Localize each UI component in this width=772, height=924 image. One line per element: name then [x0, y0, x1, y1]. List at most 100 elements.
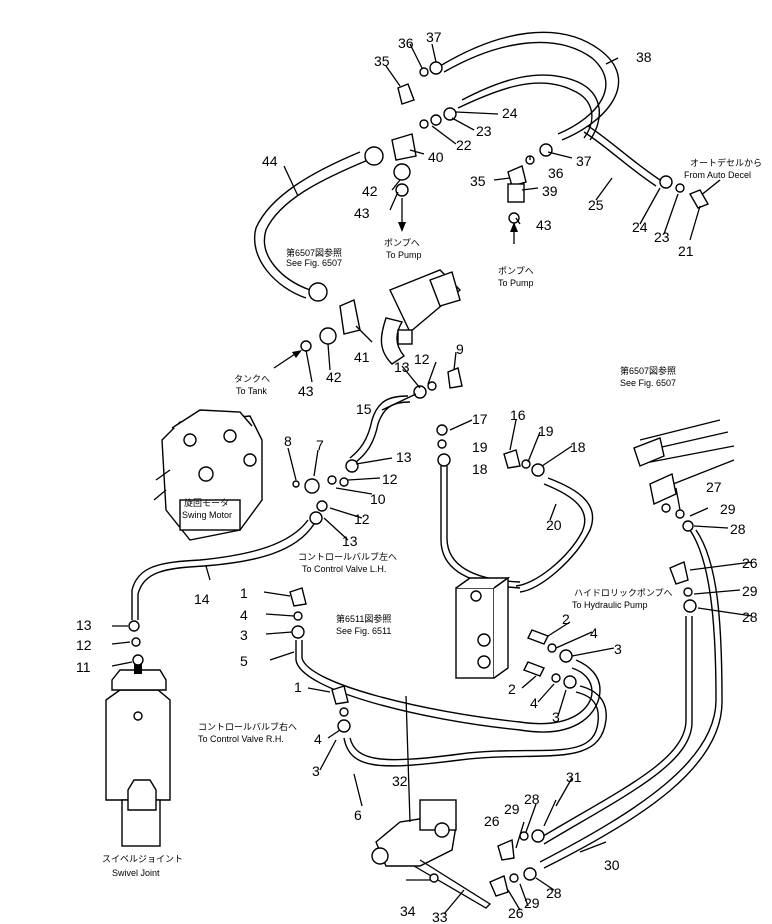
note-hyd-pump-jp: ハイドロリックポンプへ — [574, 588, 673, 598]
callout: 13 — [394, 359, 410, 375]
callout: 17 — [472, 411, 488, 427]
callout: 13 — [342, 533, 358, 549]
callout: 12 — [76, 637, 92, 653]
callout: 39 — [542, 183, 558, 199]
callout: 3 — [312, 763, 320, 779]
callout: 21 — [678, 243, 694, 259]
note-to-pump-en: To Pump — [386, 250, 422, 260]
note-auto-decel-jp: オートデセルから — [690, 157, 762, 168]
callout: 8 — [284, 433, 292, 449]
callout: 22 — [456, 137, 472, 153]
callout: 12 — [354, 511, 370, 527]
callout: 36 — [548, 165, 564, 181]
note-to-tank-jp: タンクへ — [234, 374, 270, 384]
note-swivel-en: Swivel Joint — [112, 868, 160, 878]
callout: 28 — [524, 791, 540, 807]
callout: 42 — [362, 183, 378, 199]
callout: 3 — [552, 709, 560, 725]
callout: 26 — [484, 813, 500, 829]
callout: 6 — [354, 807, 362, 823]
callout: 3 — [240, 627, 248, 643]
note-to-pump2-en: To Pump — [498, 278, 534, 288]
callout: 26 — [508, 905, 524, 921]
callout: 37 — [426, 29, 442, 45]
note-hyd-pump-en: To Hydraulic Pump — [572, 600, 648, 610]
callout: 13 — [76, 617, 92, 633]
callout: 18 — [472, 461, 488, 477]
callout: 37 — [576, 153, 592, 169]
callout: 36 — [398, 35, 414, 51]
callout: 42 — [326, 369, 342, 385]
callout: 7 — [316, 437, 324, 453]
note-cv-rh-en: To Control Valve R.H. — [198, 734, 284, 744]
callout: 40 — [428, 149, 444, 165]
callout: 1 — [240, 585, 248, 601]
note-fig6507-jp: 第6507図参照 — [286, 247, 342, 258]
callout: 33 — [432, 909, 448, 924]
callout: 24 — [632, 219, 648, 235]
callout: 9 — [456, 341, 464, 357]
callout: 34 — [400, 903, 416, 919]
callout: 2 — [508, 681, 516, 697]
note-fig6511-jp: 第6511図参照 — [336, 613, 391, 624]
callout: 4 — [590, 625, 598, 641]
leader-lines — [111, 43, 753, 915]
callout: 19 — [538, 423, 554, 439]
shuttle-valve — [371, 799, 492, 909]
callout: 11 — [76, 659, 91, 675]
callout: 4 — [240, 607, 248, 623]
callout: 44 — [262, 153, 278, 169]
callout: 19 — [472, 439, 488, 455]
callout: 29 — [742, 583, 758, 599]
callout: 43 — [536, 217, 552, 233]
note-cv-rh-jp: コントロールバルブ右へ — [198, 721, 297, 732]
callout: 24 — [502, 105, 518, 121]
callout: 2 — [562, 611, 570, 627]
callout: 38 — [636, 49, 652, 65]
callout: 20 — [546, 517, 562, 533]
callout: 31 — [566, 769, 582, 785]
hoses — [131, 31, 735, 869]
swivel-joint — [105, 660, 171, 847]
callout: 12 — [414, 351, 430, 367]
callout: 41 — [354, 349, 370, 365]
callout: 23 — [476, 123, 492, 139]
control-valve-block — [455, 576, 511, 679]
callout: 18 — [570, 439, 586, 455]
fittings — [128, 61, 710, 897]
swing-motor — [153, 409, 263, 541]
callout: 1 — [294, 679, 302, 695]
callout: 35 — [374, 53, 390, 69]
callout: 29 — [504, 801, 520, 817]
callout: 10 — [370, 491, 386, 507]
note-to-pump-jp: ポンプへ — [384, 238, 420, 248]
callout: 13 — [396, 449, 412, 465]
callout: 28 — [742, 609, 758, 625]
callout: 14 — [194, 591, 210, 607]
callout: 29 — [524, 895, 540, 911]
callout: 23 — [654, 229, 670, 245]
callout: 26 — [742, 555, 758, 571]
arrows — [273, 198, 518, 369]
note-cv-lh-en: To Control Valve L.H. — [302, 564, 386, 574]
callout: 28 — [546, 885, 562, 901]
callout: 35 — [470, 173, 486, 189]
callout: 43 — [298, 383, 314, 399]
callout-numbers: 36 37 38 35 24 23 22 40 44 37 35 36 39 4… — [76, 29, 758, 924]
callout: 25 — [588, 197, 604, 213]
note-swing-motor-jp: 旋回モータ — [184, 497, 229, 508]
callout: 4 — [530, 695, 538, 711]
note-swivel-jp: スイベルジョイント — [102, 854, 183, 864]
note-fig6511-en: See Fig. 6511 — [336, 626, 391, 636]
note-swing-motor-en: Swing Motor — [182, 510, 232, 520]
note-auto-decel-en: From Auto Decel — [684, 170, 751, 180]
callout: 28 — [730, 521, 746, 537]
annotation-notes: オートデセルから From Auto Decel 第6507図参照 See Fi… — [102, 157, 762, 878]
callout: 16 — [510, 407, 526, 423]
callout: 27 — [706, 479, 722, 495]
callout: 3 — [614, 641, 622, 657]
note-to-tank-en: To Tank — [236, 386, 267, 396]
callout: 30 — [604, 857, 620, 873]
